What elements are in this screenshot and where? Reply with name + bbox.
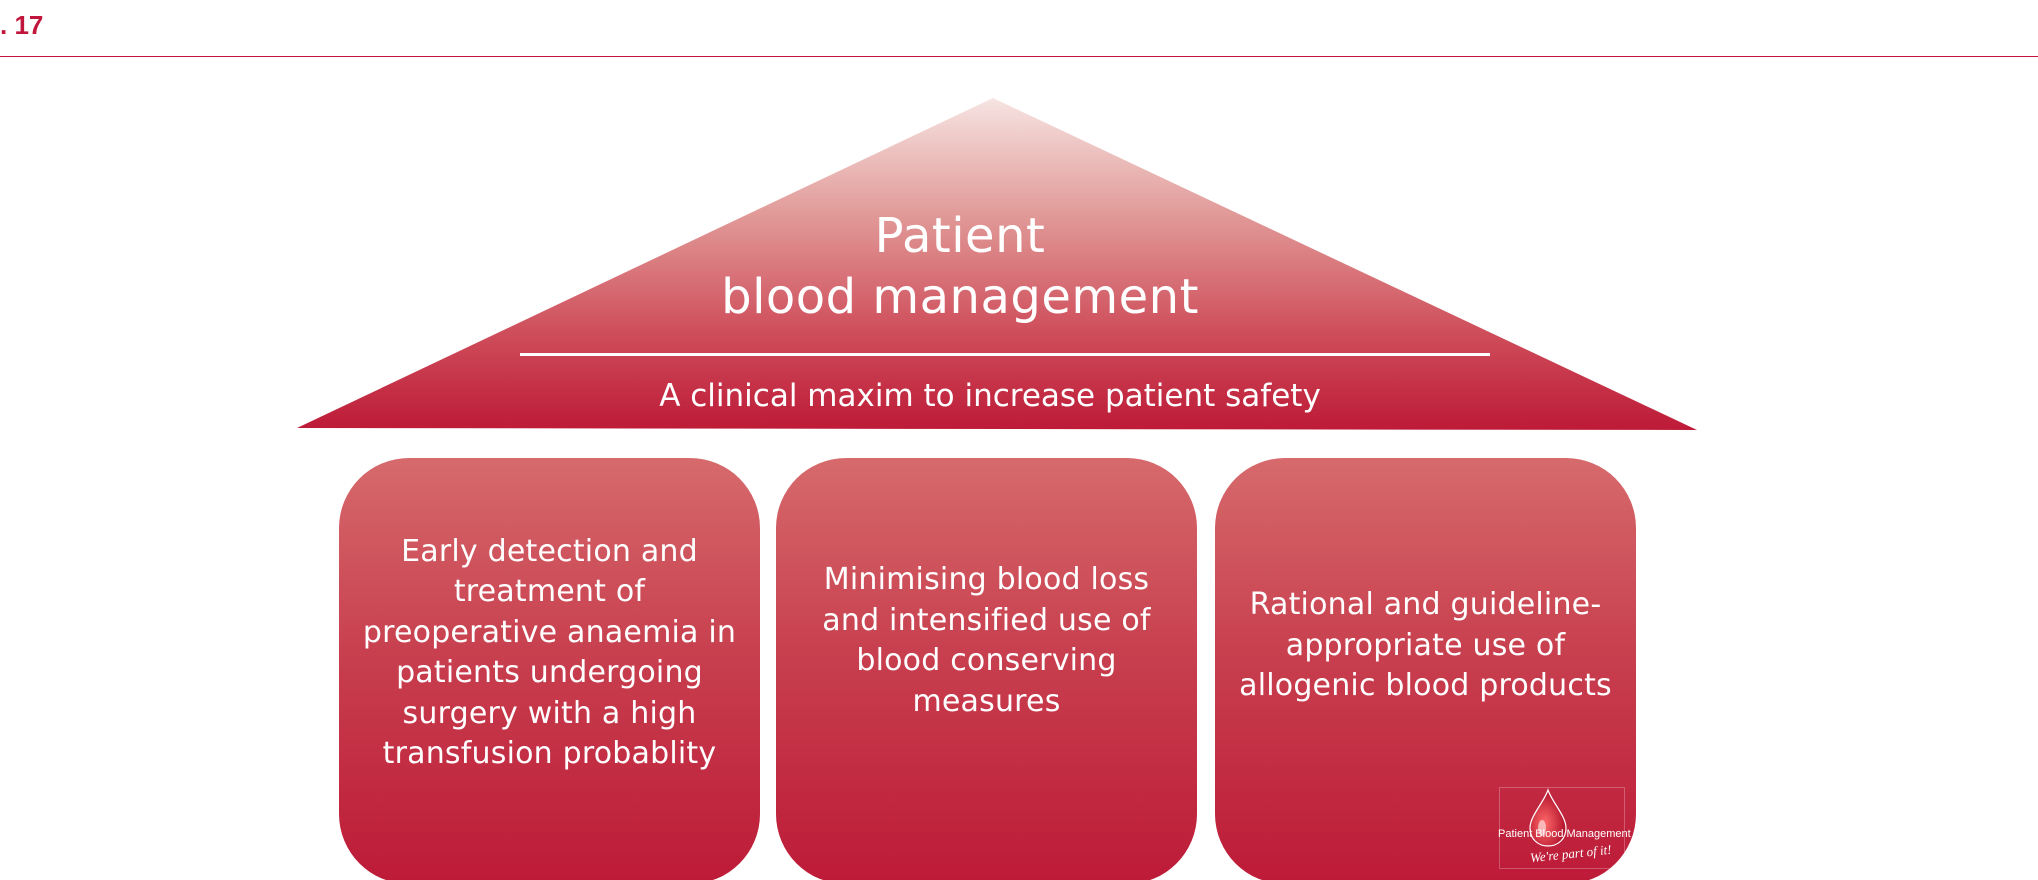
header-rule <box>0 56 2038 57</box>
pbm-logo: Patient Blood Management We're part of i… <box>1498 787 1631 869</box>
logo-name: Patient Blood Management <box>1498 828 1631 840</box>
roof-divider <box>520 353 1490 356</box>
roof-triangle <box>297 98 1697 430</box>
pillar-anaemia-detection: Early detection and treatment of preoper… <box>339 458 760 880</box>
roof-title: Patient blood management <box>590 206 1330 328</box>
figure-label: . 17 <box>0 10 44 40</box>
roof-subtitle: A clinical maxim to increase patient saf… <box>659 378 1321 414</box>
blood-drop-icon <box>1529 788 1567 847</box>
roof-title-line-1: Patient <box>874 208 1046 264</box>
pillar-3-text: Rational and guideline-appropriate use o… <box>1239 587 1612 704</box>
pillar-1-text: Early detection and treatment of preoper… <box>362 533 737 772</box>
pillar-2-text: Minimising blood loss and intensified us… <box>822 562 1151 719</box>
roof-title-line-2: blood management <box>721 269 1199 325</box>
pillar-blood-loss: Minimising blood loss and intensified us… <box>776 458 1197 880</box>
pillar-allogenic-blood: Rational and guideline-appropriate use o… <box>1215 458 1636 880</box>
